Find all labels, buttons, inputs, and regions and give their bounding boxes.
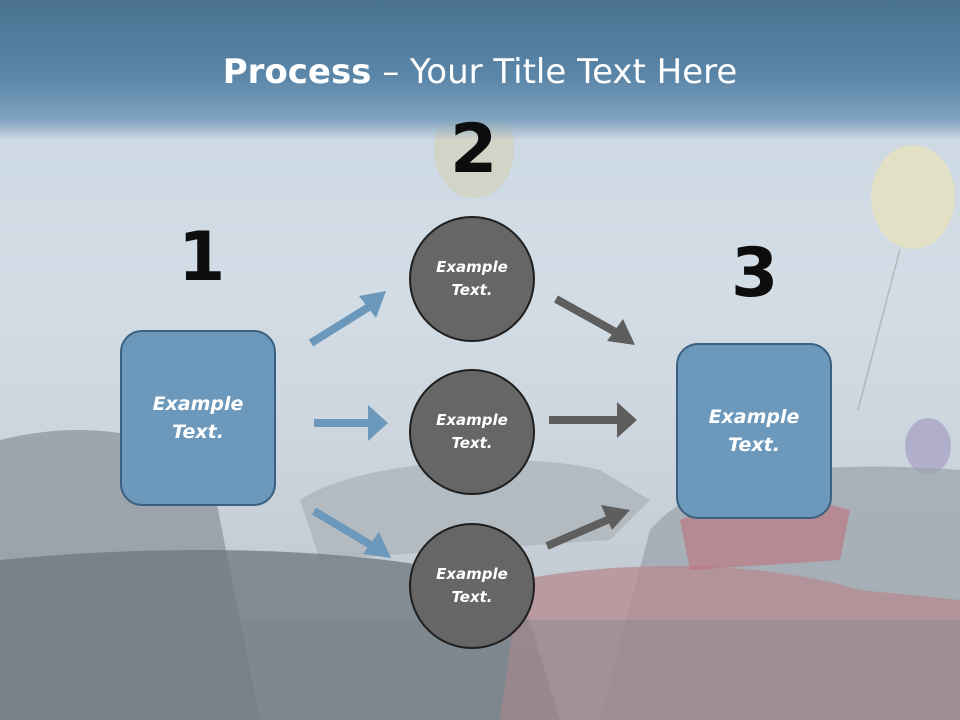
slide-title: Process – Your Title Text Here xyxy=(0,52,960,92)
step-number-1: 1 xyxy=(178,218,226,297)
step-3-text-line2: Text. xyxy=(728,434,780,456)
arrow-1-to-top xyxy=(308,291,386,347)
step-number-2: 2 xyxy=(450,110,498,189)
step-3-text-line1: Example xyxy=(708,405,800,428)
circle-middle-text-line2: Text. xyxy=(451,434,493,452)
title-rest: – Your Title Text Here xyxy=(371,52,738,92)
circle-bottom-text-line1: Example xyxy=(436,564,508,583)
arrow-1-to-bottom xyxy=(311,507,391,558)
arrow-1-to-middle xyxy=(314,405,388,441)
arrow-top-to-3 xyxy=(554,295,635,345)
circle-bottom-text-line2: Text. xyxy=(451,588,493,606)
title-bold: Process xyxy=(222,52,372,92)
arrow-bottom-to-3 xyxy=(545,505,630,550)
step-number-3: 3 xyxy=(731,234,779,313)
circle-top-text-line1: Example xyxy=(436,257,508,276)
step-1-text-line2: Text. xyxy=(172,421,224,443)
circle-top-text-line2: Text. xyxy=(451,281,493,299)
circle-middle-text-line1: Example xyxy=(436,410,508,429)
title-bar xyxy=(0,0,960,140)
step-1-text-line1: Example xyxy=(152,392,244,415)
arrow-middle-to-3 xyxy=(549,402,637,438)
